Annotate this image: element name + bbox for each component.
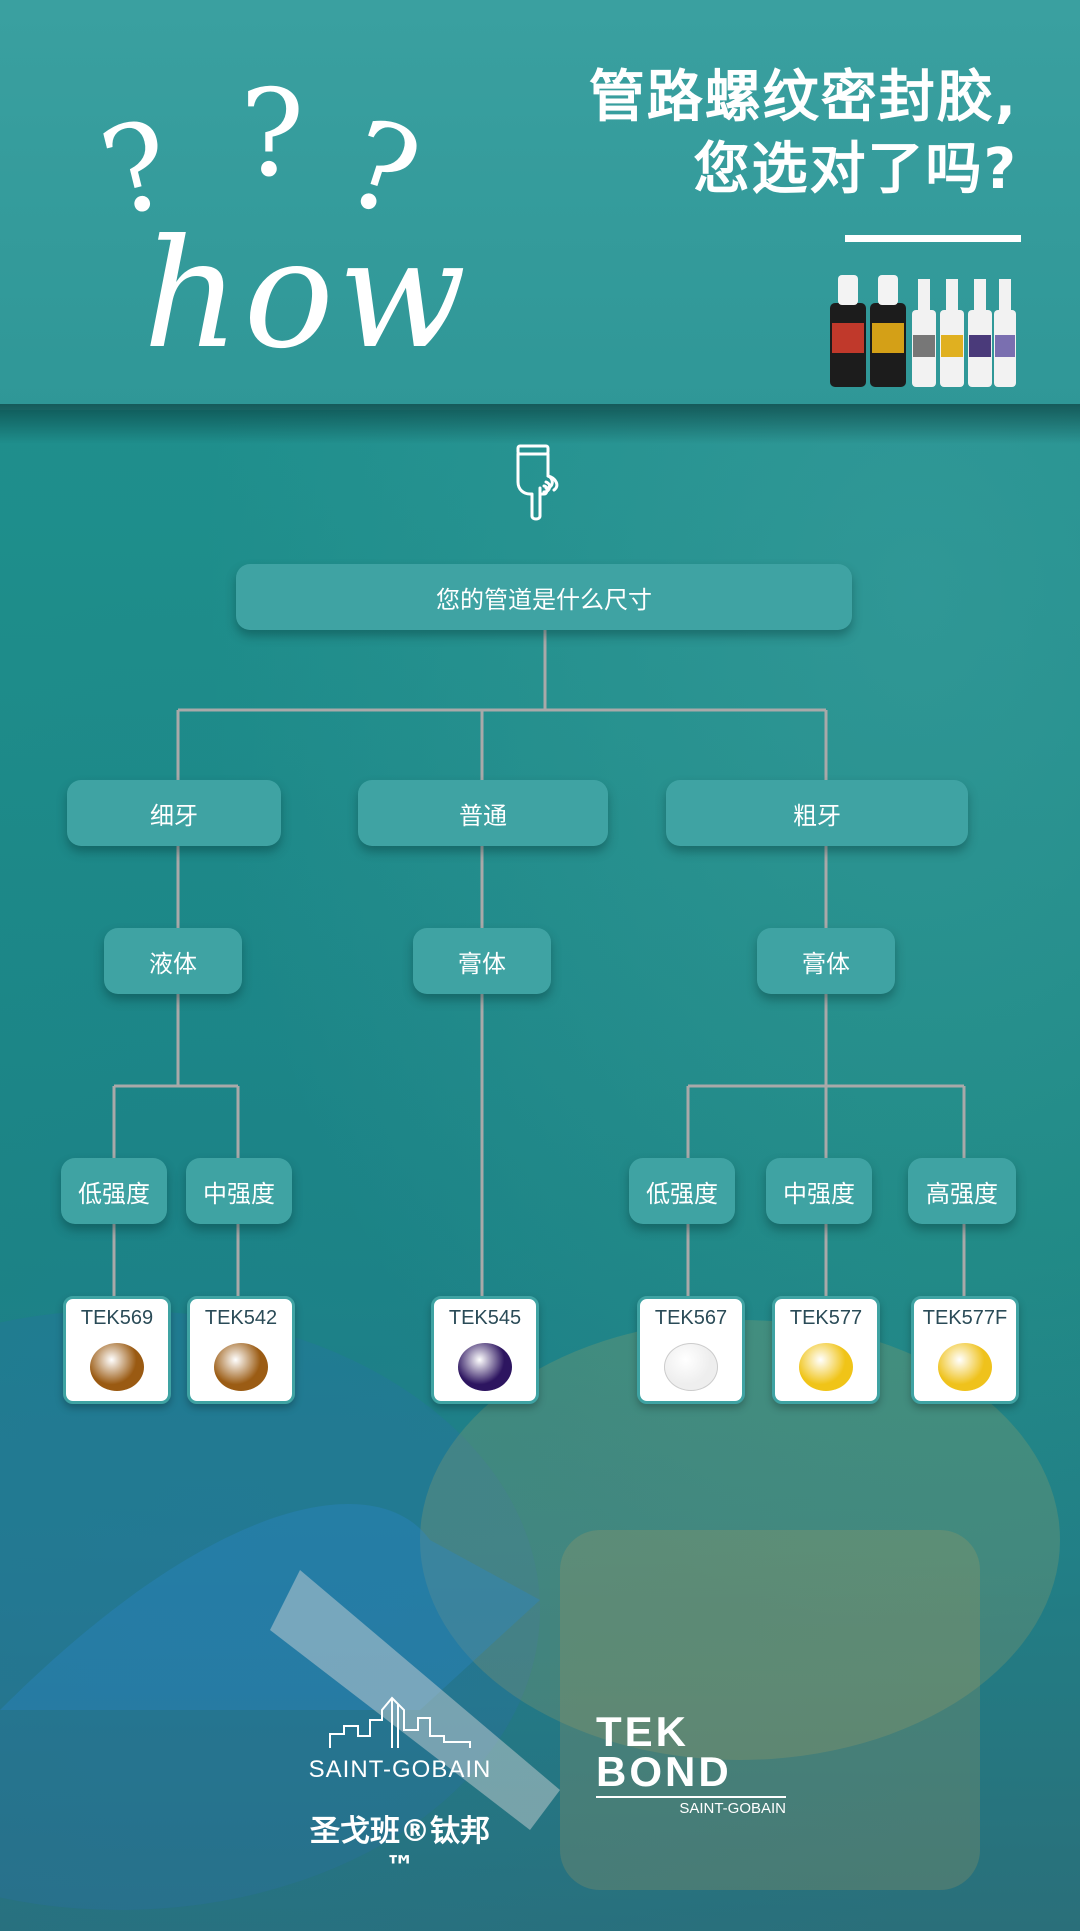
thread-coarse-node: 粗牙	[666, 780, 968, 846]
color-swatch	[938, 1343, 992, 1391]
product-bottles-image	[830, 275, 1016, 387]
root-question-node: 您的管道是什么尺寸	[236, 564, 852, 630]
product-card: TEK577F	[911, 1296, 1019, 1404]
saint-gobain-name: SAINT-GOBAIN	[308, 1756, 492, 1783]
product-card: TEK542	[187, 1296, 295, 1404]
form-paste-node: 膏体	[757, 928, 895, 994]
color-swatch	[458, 1343, 512, 1391]
title-line-2: 您选对了吗?	[693, 137, 1018, 202]
color-swatch	[799, 1343, 853, 1391]
title-line-1: 管路螺纹密封胶,	[588, 65, 1018, 130]
product-card: TEK545	[431, 1296, 539, 1404]
product-name: TEK567	[654, 1307, 728, 1329]
skyline-icon	[329, 1696, 471, 1748]
color-swatch	[90, 1343, 144, 1391]
product-name: TEK542	[204, 1307, 278, 1329]
question-mark: ?	[240, 65, 305, 204]
thread-fine-node: 细牙	[67, 780, 281, 846]
thread-normal-node: 普通	[358, 780, 608, 846]
saint-gobain-logo: SAINT-GOBAIN 圣戈班®钛邦™	[300, 1690, 500, 1885]
tekbond-line-2: BOND	[596, 1748, 732, 1795]
page-title: 管路螺纹密封胶, 您选对了吗?	[589, 62, 1018, 206]
strength-low-node: 低强度	[629, 1158, 735, 1224]
saint-gobain-cn-name: 圣戈班®钛邦™	[310, 1814, 490, 1885]
pointing-hand-icon	[516, 444, 559, 521]
strength-low-node: 低强度	[61, 1158, 167, 1224]
tekbond-logo: TEK BOND SAINT-GOBAIN	[596, 1708, 786, 1817]
product-name: TEK569	[80, 1307, 154, 1329]
background-decor	[0, 1310, 1060, 1910]
strength-high-node: 高强度	[908, 1158, 1016, 1224]
tekbond-subtitle: SAINT-GOBAIN	[596, 1796, 786, 1817]
form-paste-node: 膏体	[413, 928, 551, 994]
product-name: TEK577	[789, 1307, 863, 1329]
strength-medium-node: 中强度	[766, 1158, 872, 1224]
strength-medium-node: 中强度	[186, 1158, 292, 1224]
color-swatch	[664, 1343, 718, 1391]
how-word: how	[143, 208, 471, 382]
background	[0, 410, 1080, 1931]
product-card: TEK567	[637, 1296, 745, 1404]
product-name: TEK577F	[922, 1307, 1008, 1329]
color-swatch	[214, 1343, 268, 1391]
tekbond-line-1: TEK	[596, 1708, 689, 1755]
product-name: TEK545	[448, 1307, 522, 1329]
product-card: TEK577	[772, 1296, 880, 1404]
product-card: TEK569	[63, 1296, 171, 1404]
form-liquid-node: 液体	[104, 928, 242, 994]
title-divider	[845, 235, 1021, 242]
header-shadow	[0, 404, 1080, 444]
